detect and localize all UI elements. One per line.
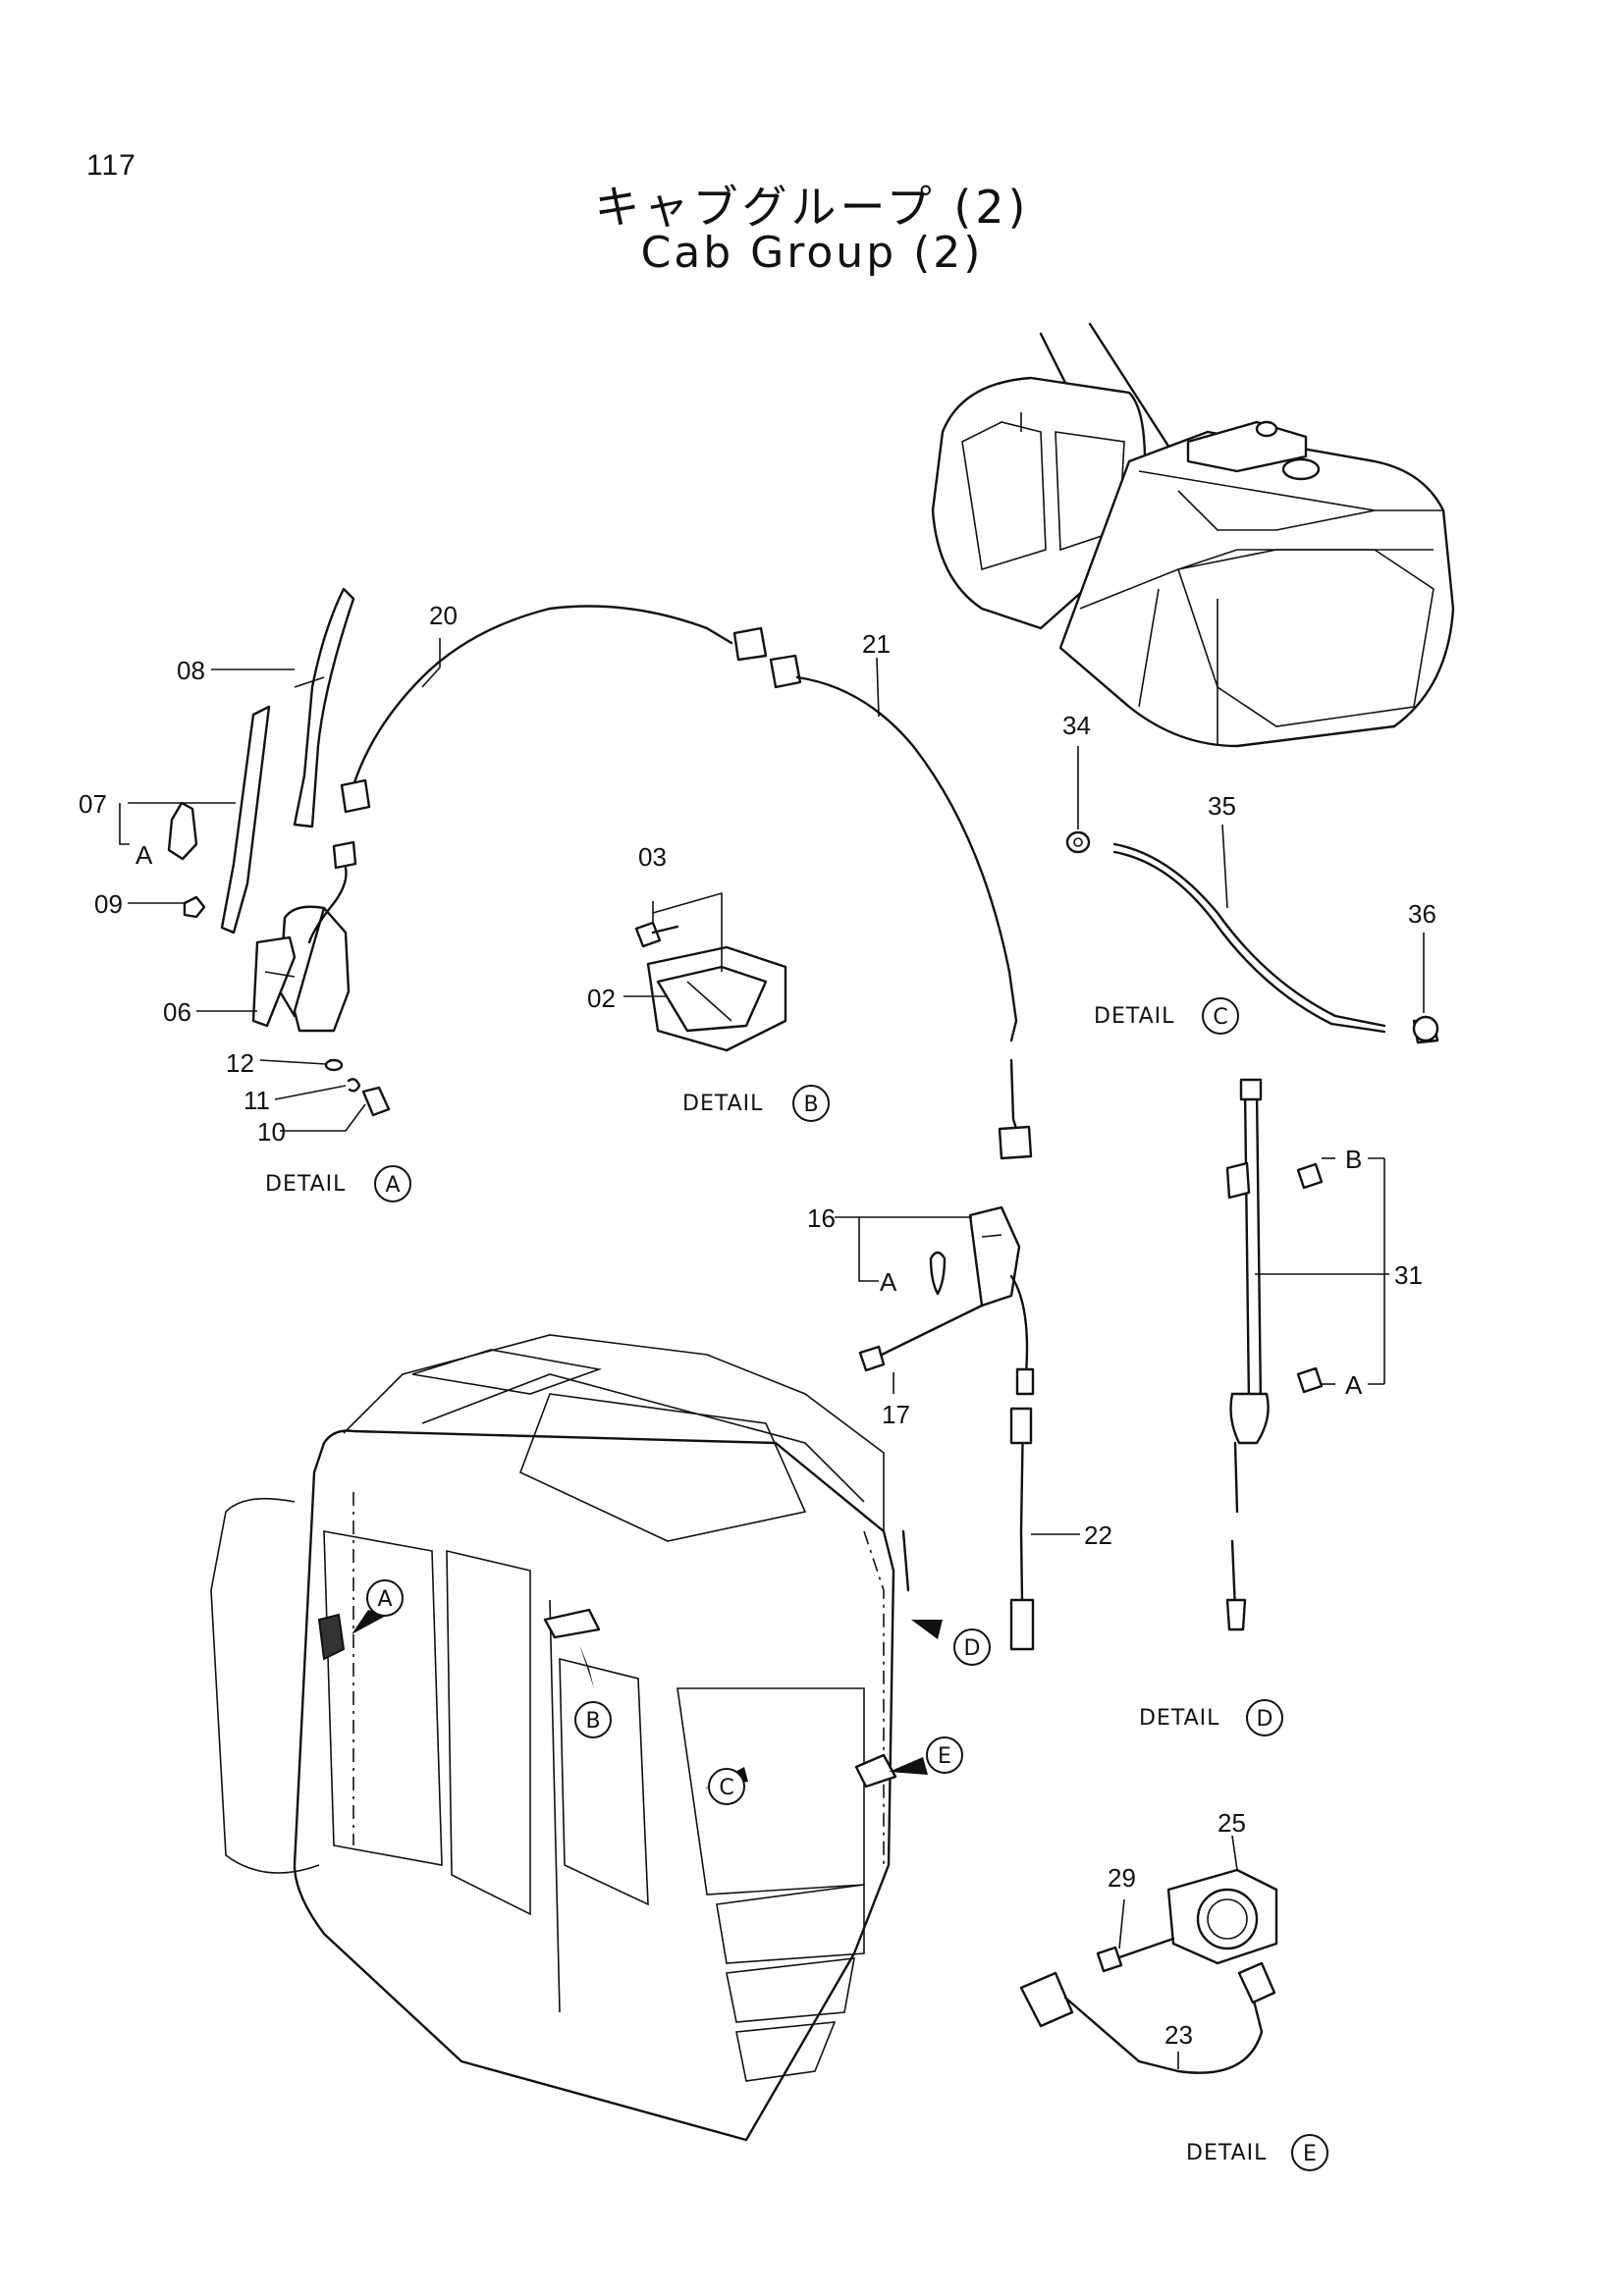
label-part-31: 31 xyxy=(1394,1260,1423,1290)
detail-c-caption: DETAIL C xyxy=(1094,997,1239,1035)
label-part-16: 16 xyxy=(807,1203,836,1233)
detail-e-text: DETAIL xyxy=(1186,2141,1267,2165)
label-part-10: 10 xyxy=(257,1117,286,1147)
label-part-06: 06 xyxy=(163,997,191,1027)
label-part-35: 35 xyxy=(1208,791,1236,821)
cable-20-connector-a xyxy=(340,778,371,814)
page-title-japanese: キャブグループ (2) xyxy=(594,181,1030,234)
excavator-overview-illustration xyxy=(931,322,1455,748)
detail-b-text: DETAIL xyxy=(682,1092,763,1116)
label-part-17: 17 xyxy=(882,1400,910,1429)
label-part-25: 25 xyxy=(1218,1808,1246,1838)
cable-20-connector-b xyxy=(732,626,768,662)
label-part-21: 21 xyxy=(862,629,891,659)
detail-a-caption: DETAIL A xyxy=(265,1165,411,1202)
cab-callout-a: A xyxy=(366,1579,404,1617)
label-part-31-bolt-b: B xyxy=(1345,1145,1362,1174)
cable-21 xyxy=(795,675,1018,1042)
detail-e-caption: DETAIL E xyxy=(1186,2134,1328,2171)
label-part-23: 23 xyxy=(1164,2020,1193,2050)
svg-text:E: E xyxy=(938,1744,951,1769)
detail-a-letter: A xyxy=(385,1173,400,1198)
detail-d-caption: DETAIL D xyxy=(1139,1699,1283,1736)
detail-d-antenna-illustration xyxy=(1225,1078,1324,1631)
detail-c-letter: C xyxy=(1213,1005,1227,1030)
cab-callout-c: C xyxy=(708,1768,745,1805)
svg-text:B: B xyxy=(585,1709,600,1734)
label-part-22: 22 xyxy=(1084,1521,1112,1550)
label-part-34: 34 xyxy=(1062,711,1091,740)
lamp-16-illustration xyxy=(858,1205,1035,1651)
label-part-31-bolt-a: A xyxy=(1345,1370,1363,1400)
cable-21-end-plug xyxy=(998,1125,1033,1160)
cab-illustration xyxy=(210,1334,910,2142)
detail-b-switch-illustration xyxy=(634,921,787,1052)
detail-c-text: DETAIL xyxy=(1094,1004,1174,1029)
svg-text:C: C xyxy=(719,1776,733,1800)
label-part-08: 08 xyxy=(177,656,205,685)
cable-20 xyxy=(352,605,733,787)
detail-d-text: DETAIL xyxy=(1139,1706,1219,1731)
label-part-07: 07 xyxy=(79,789,107,819)
leader-lines xyxy=(119,638,1425,2069)
label-part-07-clip-a: A xyxy=(135,840,153,870)
cab-callout-e: E xyxy=(926,1736,963,1774)
cab-callout-d: D xyxy=(953,1629,991,1666)
label-part-36: 36 xyxy=(1408,899,1436,929)
label-part-16-bulb-a: A xyxy=(880,1267,897,1297)
label-part-29: 29 xyxy=(1108,1863,1136,1893)
svg-text:A: A xyxy=(377,1587,392,1612)
detail-a-wiper-illustration xyxy=(167,587,391,1117)
svg-text:D: D xyxy=(964,1636,981,1661)
label-part-20: 20 xyxy=(429,601,458,630)
page-title-english: Cab Group (2) xyxy=(640,228,984,278)
detail-c-hose-illustration xyxy=(1065,830,1439,1044)
detail-e-letter: E xyxy=(1303,2142,1317,2166)
cable-21-connector xyxy=(769,654,802,689)
detail-e-speaker-illustration xyxy=(1019,1868,1278,2074)
detail-d-letter: D xyxy=(1257,1707,1273,1732)
label-part-12: 12 xyxy=(226,1048,254,1078)
label-part-11: 11 xyxy=(244,1086,270,1115)
detail-b-caption: DETAIL B xyxy=(682,1085,830,1122)
cab-callout-b: B xyxy=(574,1701,612,1738)
label-part-02: 02 xyxy=(587,984,616,1013)
detail-b-letter: B xyxy=(803,1093,818,1117)
page-number: 117 xyxy=(86,149,136,182)
label-part-03: 03 xyxy=(638,842,667,872)
label-part-09: 09 xyxy=(94,889,123,919)
detail-a-text: DETAIL xyxy=(265,1172,346,1197)
